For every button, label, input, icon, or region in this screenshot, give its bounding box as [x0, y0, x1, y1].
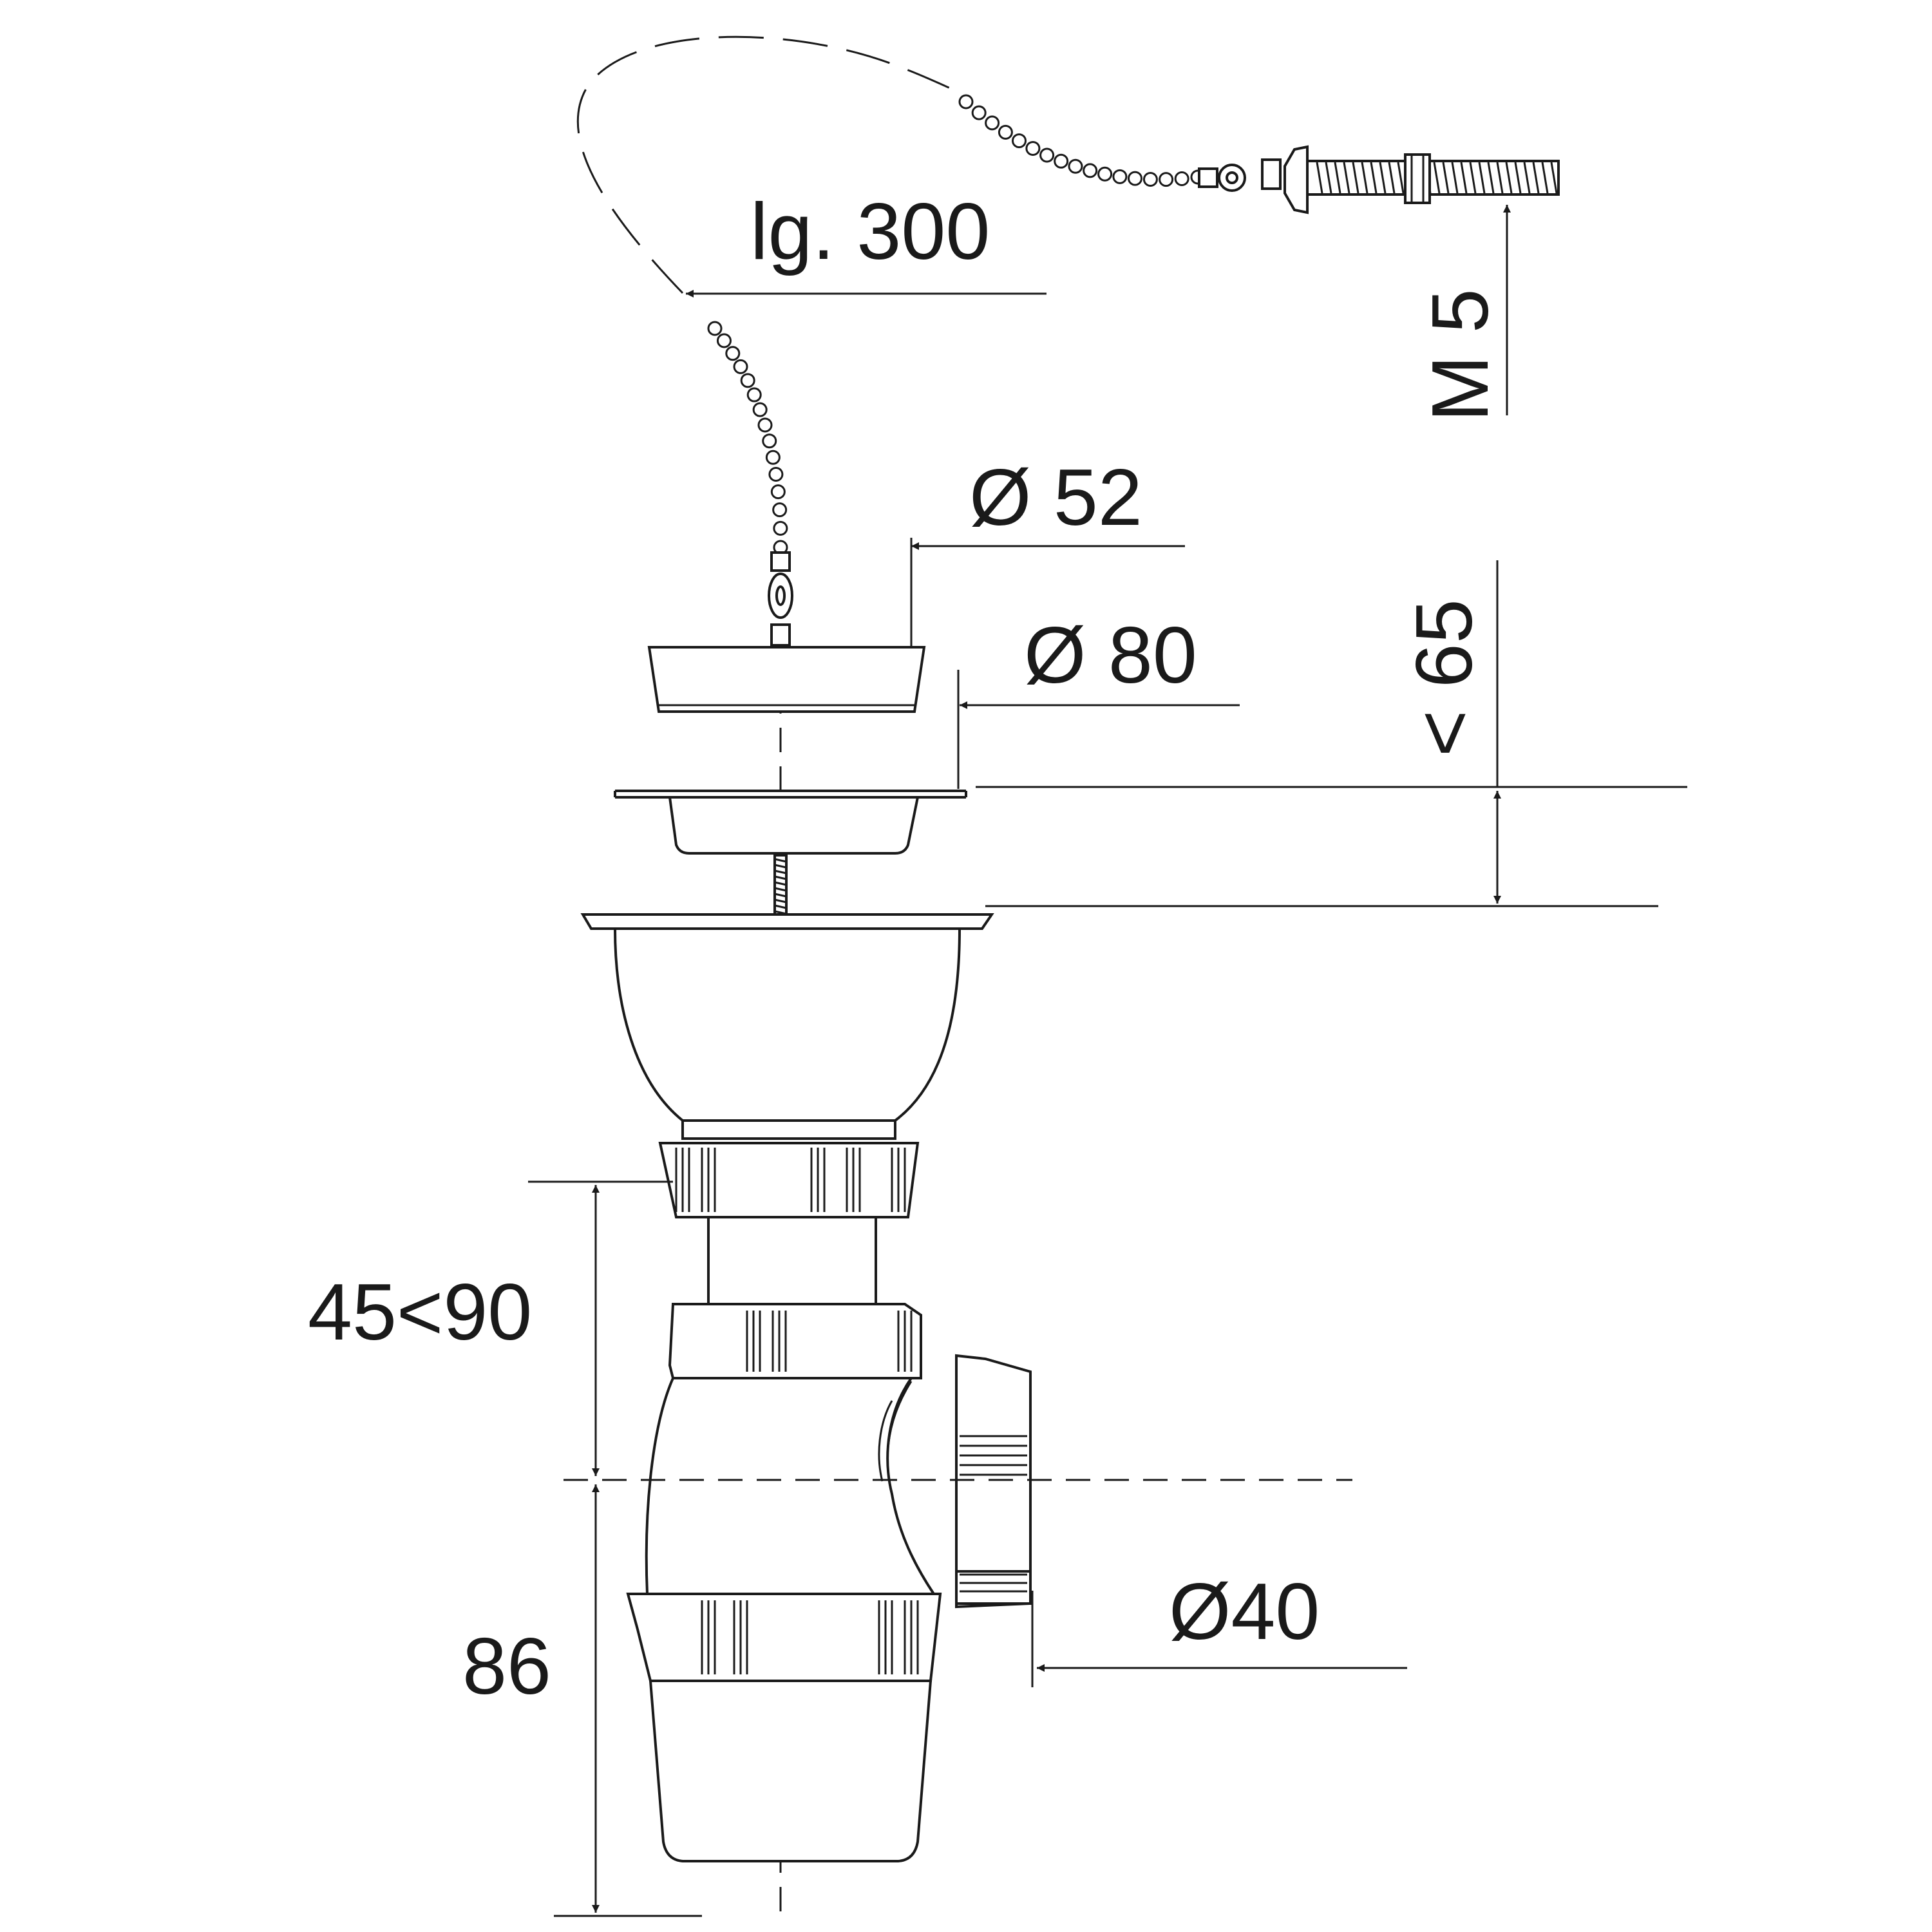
chain-loop-dashed [576, 35, 967, 294]
drain-basket [580, 913, 994, 1140]
plug-diameter-label: Ø 52 [969, 453, 1142, 542]
outlet-nut [955, 1354, 1032, 1609]
height-adjust-label: 45<90 [308, 1268, 532, 1357]
trap-height-label: 86 [462, 1622, 551, 1711]
plug [647, 551, 926, 713]
grid-diameter-label: Ø 80 [1024, 611, 1197, 700]
m5-screw [1198, 145, 1560, 214]
strainer-grid [614, 790, 967, 916]
outlet-diameter-label: Ø40 [1169, 1567, 1320, 1656]
top-nut [658, 1142, 920, 1218]
trap-body [645, 1377, 936, 1595]
connector-tube [707, 1216, 877, 1305]
middle-nut [668, 1303, 922, 1379]
bottom-nut [626, 1593, 942, 1682]
chain-beads-upper [958, 94, 1206, 187]
thread-label: M 5 [1416, 289, 1505, 422]
bottom-cup [649, 1680, 933, 1862]
chain-beads-lower [707, 321, 788, 555]
sink-thickness-label: < 65 [1400, 599, 1489, 757]
chain-length-label: lg. 300 [750, 187, 990, 276]
